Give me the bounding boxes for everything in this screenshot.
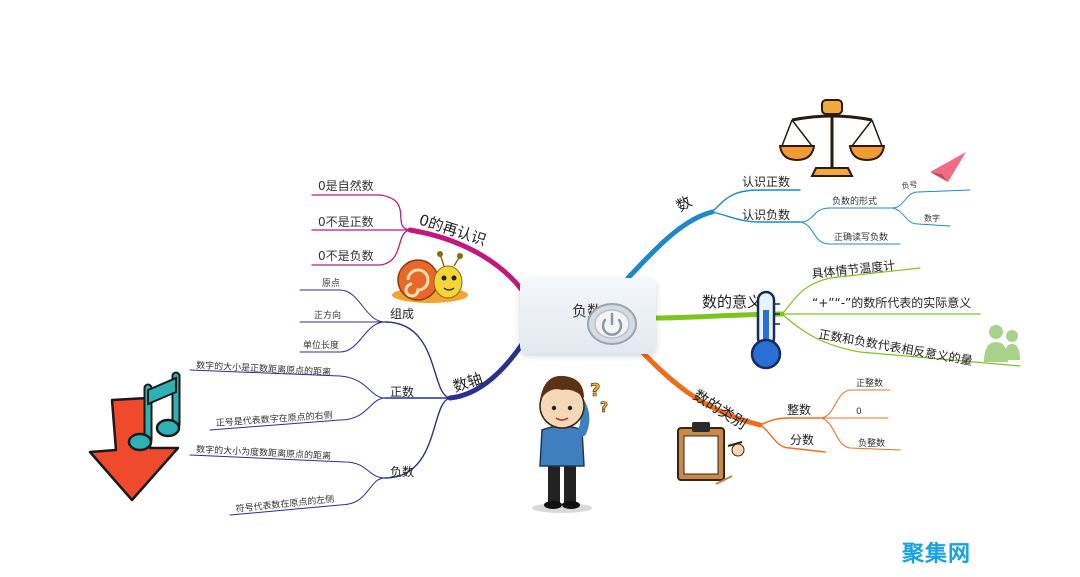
meaning-item-1: 具体情节温度计 <box>811 257 896 281</box>
paper-plane-icon <box>930 152 966 182</box>
meaning-item-2: “+”“-”的数所代表的实际意义 <box>812 295 971 310</box>
thermometer-icon <box>750 290 782 370</box>
axis-composition-item-2: 正方向 <box>314 309 341 321</box>
balance-scale-icon <box>778 99 886 177</box>
categories-integer-item-3: 负整数 <box>858 437 885 449</box>
branch-axis-label: 数轴 <box>451 369 485 395</box>
axis-positive-item-1: 数字的大小是正数距离原点的距离 <box>196 359 331 378</box>
axis-negative-item-2: 符号代表数在原点的左侧 <box>235 493 335 515</box>
branch-zero <box>311 194 525 293</box>
branch-meaning <box>653 267 1021 367</box>
categories-integer-item-2: 0 <box>856 407 862 417</box>
branch-categories <box>637 347 901 453</box>
svg-text:?: ? <box>600 400 608 416</box>
zero-item-2: 0不是正数 <box>318 214 374 229</box>
branch-number <box>625 189 971 281</box>
axis-negative-label: 负数 <box>390 464 414 479</box>
branch-axis <box>189 289 528 516</box>
zero-item-3: 0不是负数 <box>318 248 374 263</box>
branch-meaning-label: 数的意义 <box>702 293 762 311</box>
axis-composition-label: 组成 <box>390 307 414 321</box>
axis-composition-item-1: 原点 <box>322 278 340 289</box>
music-note-icon <box>127 371 181 452</box>
number-recognize-negative: 认识负数 <box>742 207 790 222</box>
thinking-boy-icon: ? ? <box>532 375 608 513</box>
power-button-icon <box>587 303 637 345</box>
svg-text:?: ? <box>590 380 600 401</box>
categories-integer-label: 整数 <box>787 402 811 417</box>
axis-positive-label: 正数 <box>390 384 414 399</box>
zero-item-1: 0是自然数 <box>318 178 374 193</box>
negative-read-write: 正确读写负数 <box>834 231 888 243</box>
clipboard-icon <box>677 422 745 485</box>
axis-positive-item-2: 正号是代表数字在原点的右侧 <box>215 409 333 429</box>
axis-negative-item-1: 数字的大小为度数距离原点的距离 <box>196 443 331 462</box>
people-icon <box>984 325 1020 362</box>
number-recognize-positive: 认识正数 <box>742 174 790 189</box>
watermark-text: 聚集网 <box>902 542 972 567</box>
axis-composition-item-3: 单位长度 <box>303 339 339 351</box>
branch-number-label: 数 <box>673 192 695 215</box>
negative-form-item-2: 数字 <box>924 213 940 223</box>
negative-form-item-1: 负号 <box>901 179 918 191</box>
snail-icon <box>392 251 468 303</box>
categories-fraction-label: 分数 <box>790 432 814 447</box>
categories-integer-item-1: 正整数 <box>856 377 883 389</box>
negative-form-label: 负数的形式 <box>832 195 877 207</box>
